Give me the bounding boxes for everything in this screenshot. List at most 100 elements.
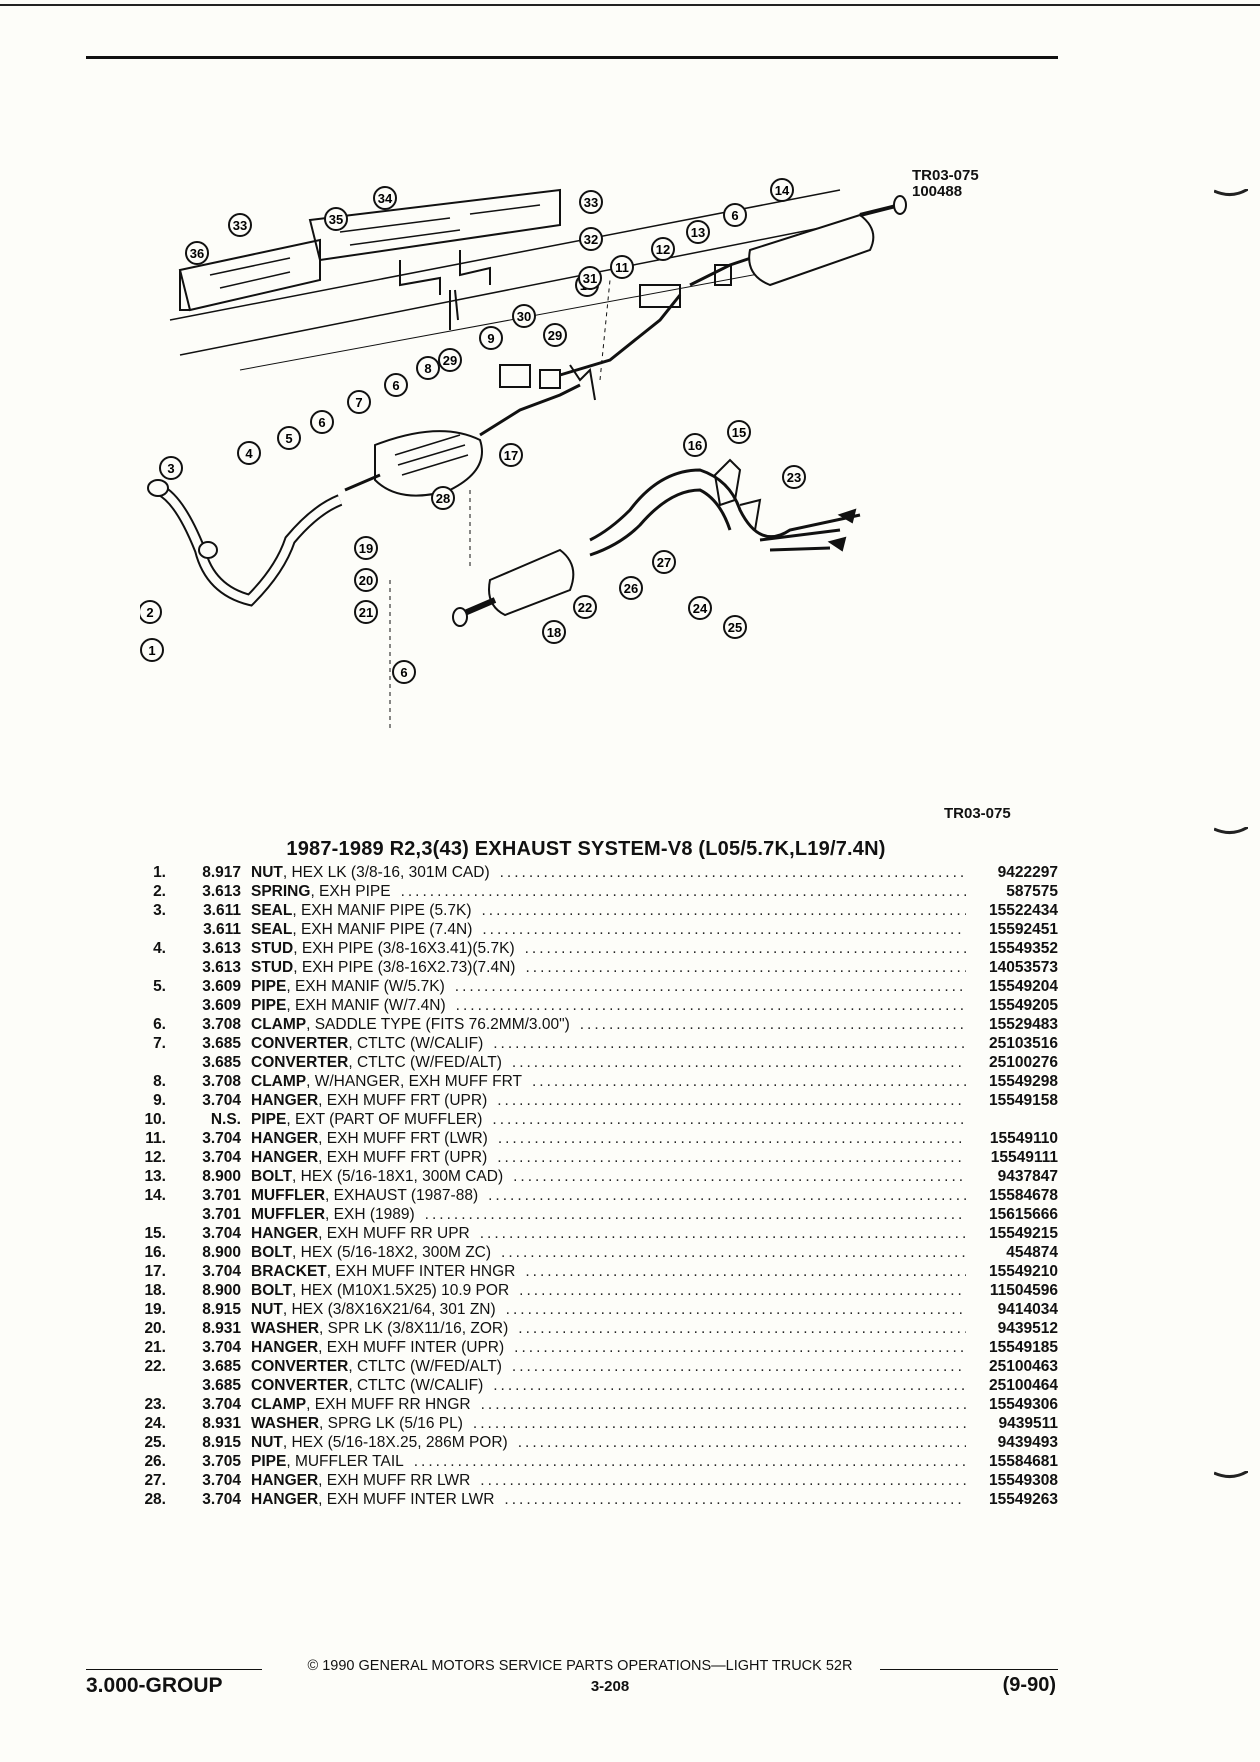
svg-text:14: 14 xyxy=(775,183,790,198)
part-number: 15549215 xyxy=(989,1225,1058,1242)
group-number: 3.685 xyxy=(202,1035,241,1052)
leader-dots xyxy=(491,1243,966,1262)
group-number: 3.704 xyxy=(202,1130,241,1147)
top-edge-rule xyxy=(0,4,1260,6)
part-name: CLAMP xyxy=(251,1396,307,1413)
group-number: 3.705 xyxy=(202,1453,241,1470)
part-description: PIPE, EXT (PART OF MUFFLER) xyxy=(251,1110,966,1129)
part-description: WASHER, SPR LK (3/8X11/16, ZOR) xyxy=(251,1319,966,1338)
part-description: HANGER, EXH MUFF RR UPR xyxy=(251,1224,966,1243)
part-detail: , SPR LK (3/8X11/16, ZOR) xyxy=(319,1320,509,1337)
group-number: 8.900 xyxy=(202,1282,241,1299)
part-detail: , HEX (3/8X16X21/64, 301 ZN) xyxy=(282,1301,496,1318)
part-detail: , EXH PIPE xyxy=(310,883,391,900)
part-description: MUFFLER, EXHAUST (1987-88) xyxy=(251,1186,966,1205)
part-number: 15549205 xyxy=(989,997,1058,1014)
group-number: 3.708 xyxy=(202,1016,241,1033)
group-number: 8.915 xyxy=(202,1301,241,1318)
part-description: HANGER, EXH MUFF FRT (UPR) xyxy=(251,1091,966,1110)
svg-text:6: 6 xyxy=(392,378,399,393)
svg-text:33: 33 xyxy=(233,218,247,233)
item-number: 4. xyxy=(153,940,166,957)
group-number: 8.900 xyxy=(202,1168,241,1185)
part-detail: , EXH MUFF FRT (UPR) xyxy=(318,1092,488,1109)
item-number: 10. xyxy=(144,1111,166,1128)
group-number: 3.609 xyxy=(202,997,241,1014)
svg-text:17: 17 xyxy=(504,448,518,463)
part-number: 15549185 xyxy=(989,1339,1058,1356)
part-detail: , CTLTC (W/FED/ALT) xyxy=(348,1054,502,1071)
part-name: HANGER xyxy=(251,1130,319,1147)
leader-dots xyxy=(508,1319,966,1338)
group-number: 3.611 xyxy=(203,902,241,919)
leader-dots xyxy=(404,1452,966,1471)
part-detail: , W/HANGER, EXH MUFF FRT xyxy=(306,1073,522,1090)
footer-rule-left xyxy=(86,1669,262,1670)
part-description: CLAMP, W/HANGER, EXH MUFF FRT xyxy=(251,1072,966,1091)
part-description: WASHER, SPRG LK (5/16 PL) xyxy=(251,1414,966,1433)
part-number: 9437847 xyxy=(997,1168,1058,1185)
leader-dots xyxy=(509,1281,966,1300)
item-number: 12. xyxy=(144,1149,166,1166)
item-number: 15. xyxy=(144,1225,166,1242)
part-detail: , EXH MUFF RR HNGR xyxy=(306,1396,471,1413)
group-number: 3.708 xyxy=(202,1073,241,1090)
part-description: BOLT, HEX (M10X1.5X25) 10.9 POR xyxy=(251,1281,966,1300)
item-number: 11. xyxy=(145,1130,166,1147)
part-detail: , EXH MUFF FRT (LWR) xyxy=(318,1130,488,1147)
group-number: 8.931 xyxy=(202,1320,241,1337)
part-detail: , HEX (5/16-18X1, 300M CAD) xyxy=(292,1168,504,1185)
group-number: 3.704 xyxy=(202,1339,241,1356)
part-name: NUT xyxy=(251,864,283,881)
item-number: 13. xyxy=(144,1168,166,1185)
item-number: 1. xyxy=(153,864,166,881)
group-number: 3.704 xyxy=(202,1225,241,1242)
item-number: 21. xyxy=(144,1339,166,1356)
item-number: 27. xyxy=(144,1472,166,1489)
part-detail: , EXH PIPE (3/8-16X2.73)(7.4N) xyxy=(293,959,516,976)
part-name: CONVERTER xyxy=(251,1358,349,1375)
leader-dots xyxy=(503,1167,966,1186)
part-number: 15549263 xyxy=(989,1491,1058,1508)
header-rule xyxy=(86,56,1058,59)
part-description: SPRING, EXH PIPE xyxy=(251,882,966,901)
part-detail: , HEX (5/16-18X2, 300M ZC) xyxy=(292,1244,492,1261)
part-number: 15529483 xyxy=(989,1016,1058,1033)
part-number: 15549158 xyxy=(989,1092,1058,1109)
svg-text:21: 21 xyxy=(359,605,373,620)
svg-text:36: 36 xyxy=(190,246,204,261)
leader-dots xyxy=(487,1148,966,1167)
part-number: 15615666 xyxy=(989,1206,1058,1223)
item-number: 24. xyxy=(144,1415,166,1432)
part-number: 11504596 xyxy=(989,1282,1058,1299)
part-number: 25100463 xyxy=(989,1358,1058,1375)
part-name: NUT xyxy=(251,1301,283,1318)
item-number: 14. xyxy=(144,1187,166,1204)
leader-dots xyxy=(391,882,966,901)
leader-dots xyxy=(445,977,966,996)
part-detail: , EXH PIPE (3/8-16X3.41)(5.7K) xyxy=(293,940,515,957)
part-number: 14053573 xyxy=(989,959,1058,976)
part-detail: , EXH MUFF INTER HNGR xyxy=(326,1263,516,1280)
part-number: 9439511 xyxy=(998,1415,1059,1432)
part-name: PIPE xyxy=(251,978,287,995)
item-number: 25. xyxy=(144,1434,166,1451)
leader-dots xyxy=(570,1015,966,1034)
item-number: 20. xyxy=(144,1320,166,1337)
group-number: 3.685 xyxy=(202,1054,241,1071)
part-number: 9439493 xyxy=(997,1434,1058,1451)
